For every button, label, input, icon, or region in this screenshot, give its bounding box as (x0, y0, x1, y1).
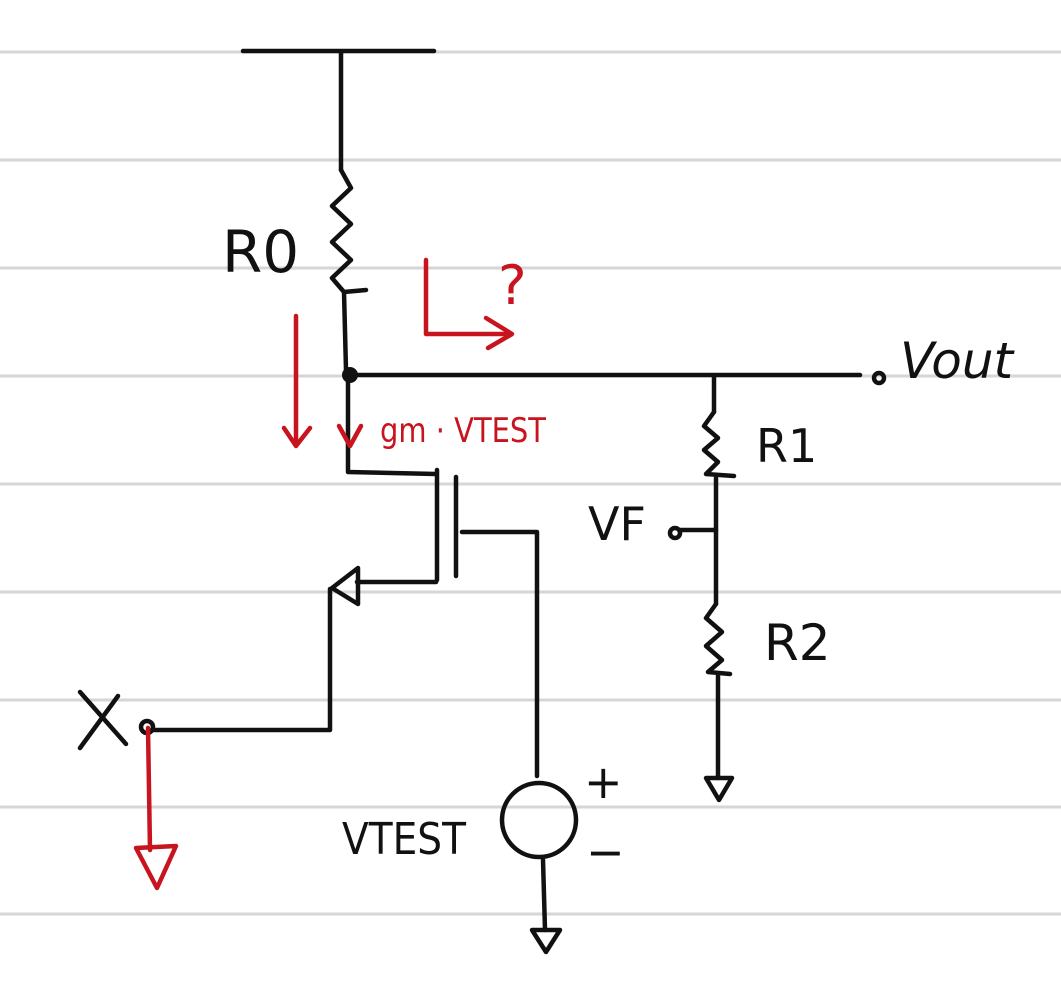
wire-source-to-x (149, 586, 333, 733)
current-arrow-left-head (281, 425, 313, 449)
ground-r2 (703, 775, 735, 803)
x-ground-symbol (133, 843, 179, 891)
source-arrow (329, 565, 361, 607)
vf-terminal (667, 525, 683, 541)
label-vf: VF (588, 497, 646, 551)
gate-wire (459, 529, 540, 779)
ground-vtest (529, 927, 563, 955)
label-plus: + (584, 755, 623, 809)
current-arrow-right-head (336, 423, 364, 449)
vtest-source (499, 780, 579, 860)
x-letter-stroke (77, 693, 121, 751)
wire-node-to-drain (345, 375, 439, 477)
label-minus: − (586, 825, 625, 879)
label-question: ? (498, 254, 527, 317)
ruled-lines (0, 50, 1061, 916)
labels: R0 Vout R1 VF R2 VTEST + − gm · VTEST ? (222, 218, 1016, 879)
question-indicator-arrow-head (483, 315, 515, 351)
label-vtest: VTEST (342, 814, 466, 865)
resistor-r2 (703, 601, 733, 677)
output-node-dot (342, 367, 358, 383)
label-gm-vtest: gm · VTEST (380, 411, 546, 451)
wire-source-to-ground (540, 857, 548, 933)
wire-r0-to-node (341, 289, 349, 373)
label-r1: R1 (756, 419, 817, 473)
label-vout: Vout (900, 332, 1016, 390)
question-indicator-arrow (423, 257, 513, 337)
label-r2: R2 (764, 614, 831, 672)
resistor-r0 (329, 167, 369, 295)
vout-terminal (871, 370, 887, 386)
label-r0: R0 (222, 218, 299, 286)
resistor-r1 (701, 409, 737, 479)
x-to-ground-wire (145, 725, 153, 853)
